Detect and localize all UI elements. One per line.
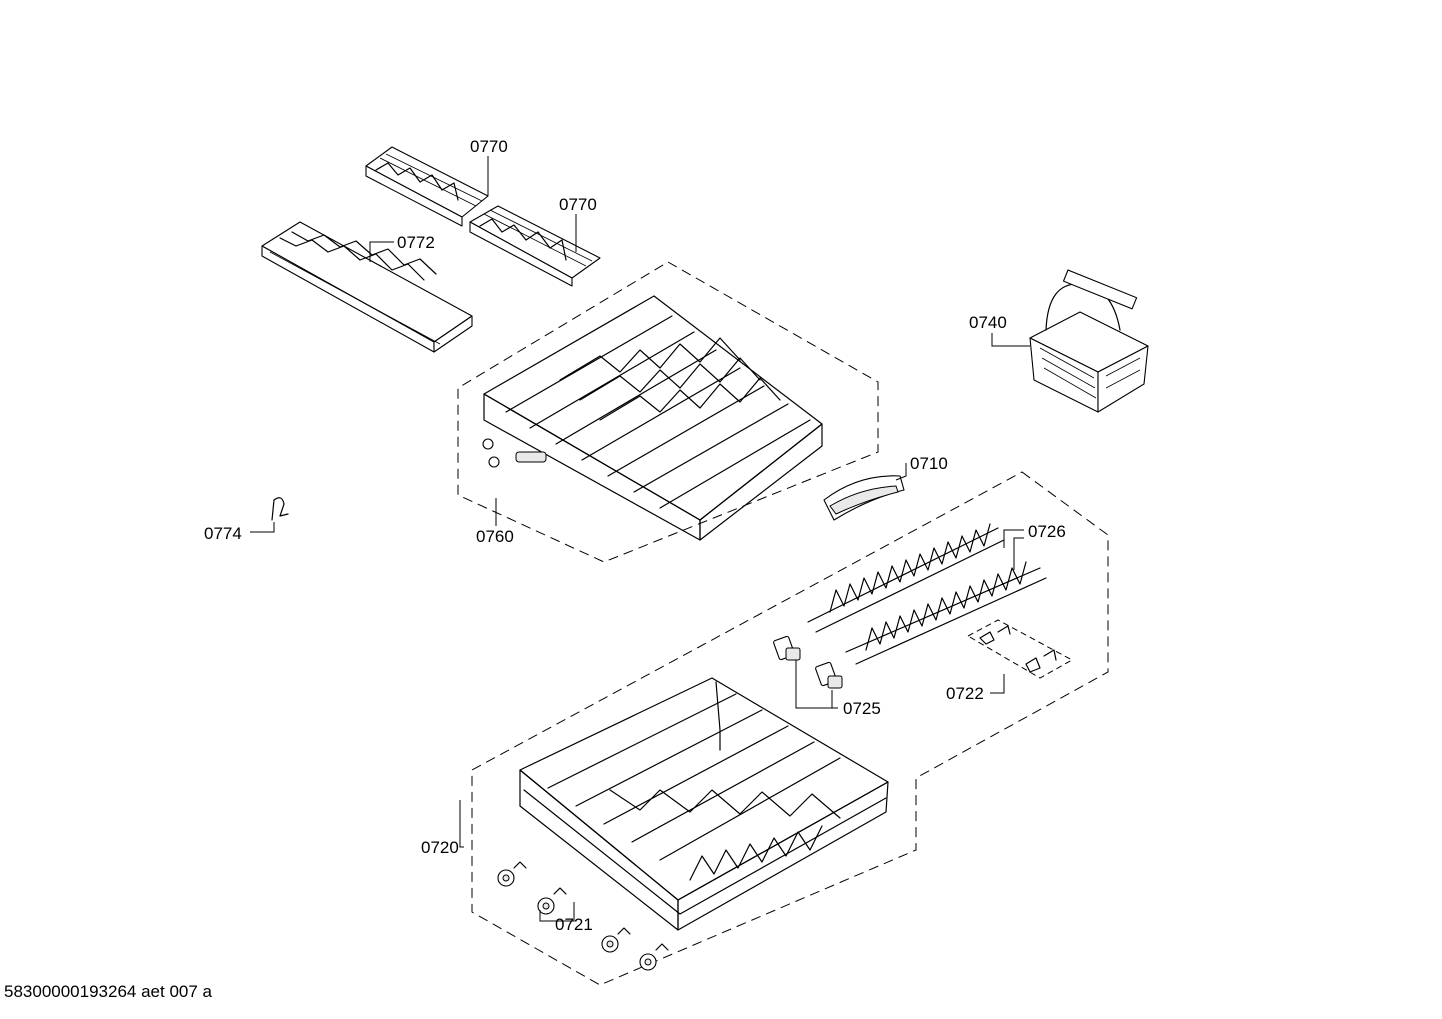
label-0721: 0721: [555, 915, 593, 934]
label-0726: 0726: [1028, 522, 1066, 541]
cup-shelf-part-0770-upper: [365, 146, 489, 227]
label-0772: 0772: [397, 233, 435, 252]
label-0770-lower: 0770: [559, 195, 597, 214]
handle-part-0710: [823, 475, 905, 521]
label-0760: 0760: [476, 527, 514, 546]
cutlery-tray-part-0772: [261, 221, 473, 353]
upper-basket-part-0760: [482, 295, 823, 541]
lower-basket-part-0720: [519, 677, 889, 931]
upper-basket-group-outline: [457, 261, 879, 563]
label-0725: 0725: [843, 699, 881, 718]
small-parts-part-0722: [966, 619, 1074, 679]
lower-basket-group-outline: [471, 471, 1109, 986]
cup-shelf-part-0770-lower: [469, 205, 601, 287]
tine-rack-part-0726: [807, 523, 1047, 665]
label-0722: 0722: [946, 684, 984, 703]
leader-lines: [250, 156, 1030, 922]
label-0774: 0774: [204, 524, 242, 543]
label-0720: 0720: [421, 838, 459, 857]
label-0770-upper: 0770: [470, 137, 508, 156]
document-code: 58300000193264 aet 007 a: [4, 982, 213, 1001]
label-0710: 0710: [910, 454, 948, 473]
cutlery-basket-part-0740: [1029, 269, 1149, 413]
clip-part-0725: [773, 635, 843, 689]
clip-part-0774: [271, 497, 289, 521]
label-0740: 0740: [969, 313, 1007, 332]
wheel-part-0721: [497, 861, 669, 971]
